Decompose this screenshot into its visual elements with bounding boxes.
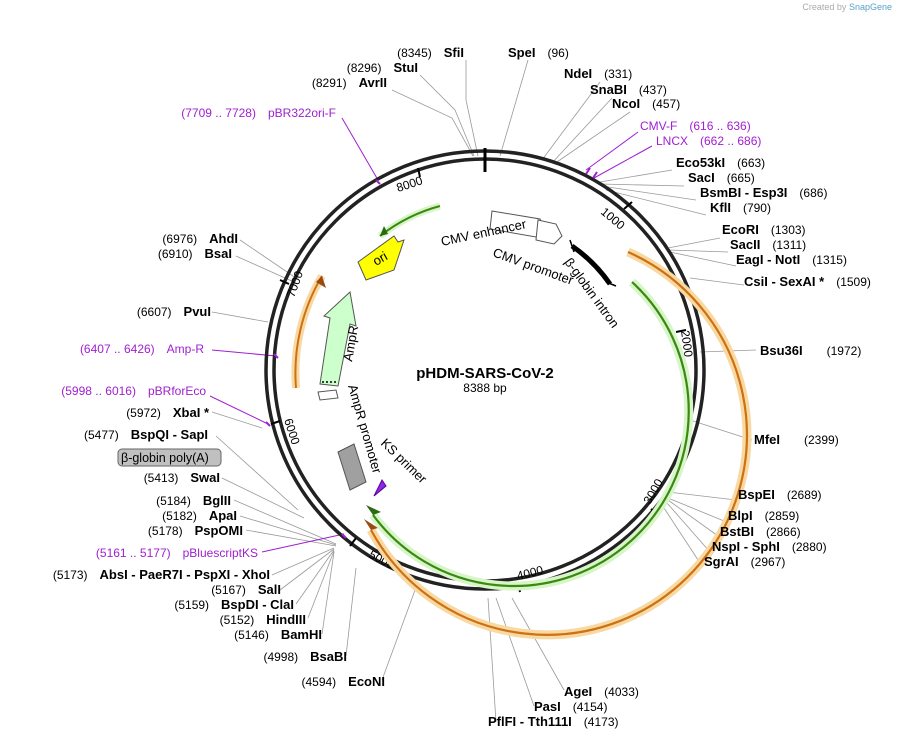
enzyme-label: (4998)BsaBI <box>263 649 347 664</box>
plasmid-size: 8388 bp <box>463 381 507 395</box>
enzyme-label: NcoI(457) <box>612 96 680 111</box>
enzyme-label: (8291)AvrII <box>312 75 387 90</box>
enzyme-label: BspEI(2689) <box>738 487 822 502</box>
enzyme-label: CsiI - SexAI *(1509) <box>744 274 871 289</box>
enzyme-label: SacI(665) <box>688 170 755 185</box>
cds-arc-inner-line <box>372 281 690 588</box>
label-ampr: AmpR <box>340 324 361 362</box>
enzyme-label: (5152)HindIII <box>220 612 306 627</box>
ampr-promoter-feature <box>317 389 339 401</box>
enzyme-label: BstBI(2866) <box>720 524 801 539</box>
enzyme-label: SgrAI(2967) <box>704 554 785 569</box>
ampr-feature <box>319 291 357 387</box>
enzyme-label: Bsu36I(1972) <box>760 343 861 358</box>
enzyme-label: (5178)PspOMI <box>148 523 243 538</box>
enzyme-label: (6976)AhdI <box>162 231 238 246</box>
primer-label: LNCX(662 .. 686) <box>656 134 761 148</box>
enzyme-label: (8296)StuI <box>347 60 418 75</box>
enzymes-left: (8345)SfiI (8296)StuI (8291)AvrII (6976)… <box>53 45 464 689</box>
enzyme-label: (6910)BsaI <box>158 246 232 261</box>
svg-text:β-globin poly(A): β-globin poly(A) <box>121 451 209 465</box>
primer-label: (6407 .. 6426)Amp-R <box>80 342 204 356</box>
enzyme-label: (5167)SalI <box>211 582 281 597</box>
polya-label: β-globin poly(A) <box>117 448 222 467</box>
enzyme-label: KflI(790) <box>710 200 771 215</box>
primer-label: (5161 .. 5177)pBluescriptKS <box>96 546 258 560</box>
left-orange-line <box>294 275 323 389</box>
primer-marks <box>265 167 598 539</box>
enzyme-label: (5184)BglII <box>156 493 231 508</box>
primer-label: (5998 .. 6016)pBRforEco <box>61 384 206 398</box>
top-green-arc <box>377 202 441 239</box>
polya-feature <box>337 443 367 491</box>
enzyme-label: (8345)SfiI <box>397 45 464 60</box>
label-cmv-enhancer: CMV enhancer <box>440 216 529 249</box>
enzyme-label: MfeI(2399) <box>754 432 839 447</box>
leader-lines <box>211 59 757 723</box>
enzyme-label: (5159)BspDI - ClaI <box>174 597 294 612</box>
enzyme-label: EagI - NotI(1315) <box>736 252 847 267</box>
snapgene-logo: SnapGene <box>848 2 892 12</box>
enzymes-right: SpeI(96) NdeI(331) SnaBI(437) NcoI(457) … <box>488 45 871 729</box>
label-ks-primer: KS primer <box>378 435 430 486</box>
primers: CMV-F(616 .. 636) LNCX(662 .. 686) (7709… <box>61 106 761 560</box>
enzyme-label: (5477)BspQI - SapI <box>84 427 208 442</box>
enzyme-label: (5413)SwaI <box>144 470 220 485</box>
top-green-arrow <box>380 226 388 236</box>
orf-arrow-outer <box>364 519 378 530</box>
enzyme-label: AgeI(4033) <box>564 684 639 699</box>
enzyme-label: (5173)AbsI - PaeR7I - PspXI - XhoI <box>53 567 270 582</box>
orf-arc-outer-line <box>370 250 748 636</box>
ks-primer-feature <box>373 479 387 497</box>
enzyme-label: BlpI(2859) <box>728 508 799 523</box>
label-ori: ori <box>370 248 390 268</box>
primer-label: (7709 .. 7728)pBR322ori-F <box>181 106 336 120</box>
enzyme-label: (5146)BamHI <box>234 627 322 642</box>
cds-arrow-inner <box>366 505 381 515</box>
enzyme-label: PflFI - Tth111I(4173) <box>488 714 618 729</box>
enzyme-label: (5972)XbaI * <box>126 405 210 420</box>
primer-leaders <box>209 117 653 553</box>
enzyme-label: Eco53kI(663) <box>676 155 765 170</box>
cds-arc-inner <box>369 278 694 591</box>
enzyme-label: EcoRI(1303) <box>722 222 806 237</box>
tick-4000: 4000 <box>515 563 545 583</box>
ori-feature <box>357 235 405 281</box>
plasmid-name: pHDM-SARS-CoV-2 <box>416 365 554 382</box>
enzyme-label: (4594)EcoNI <box>301 674 385 689</box>
enzyme-label: BsmBI - Esp3I(686) <box>700 185 827 200</box>
enzyme-label: (6607)PvuI <box>137 304 211 319</box>
credit-prefix: Created by <box>802 2 847 12</box>
enzyme-label: PasI(4154) <box>534 699 607 714</box>
enzyme-label: NspI - SphI(2880) <box>712 539 827 554</box>
snapgene-credit: Created by SnapGene <box>802 2 892 12</box>
intron-feature <box>570 243 613 286</box>
enzyme-label: SacII(1311) <box>730 237 806 252</box>
primer-label: CMV-F(616 .. 636) <box>640 119 751 133</box>
enzyme-label: (5182)ApaI <box>162 508 237 523</box>
enzyme-label: SnaBI(437) <box>590 82 667 97</box>
cmv-promoter-feature <box>535 219 563 245</box>
label-intron: β-globin intron <box>562 255 623 331</box>
enzyme-label: NdeI(331) <box>564 66 632 81</box>
intron-cap-end <box>605 281 617 287</box>
label-cmv-promoter: CMV promoter <box>491 245 576 288</box>
enzyme-label: SpeI(96) <box>508 45 569 60</box>
left-orange-arrow <box>316 276 326 288</box>
intron-cap-start <box>569 239 575 253</box>
